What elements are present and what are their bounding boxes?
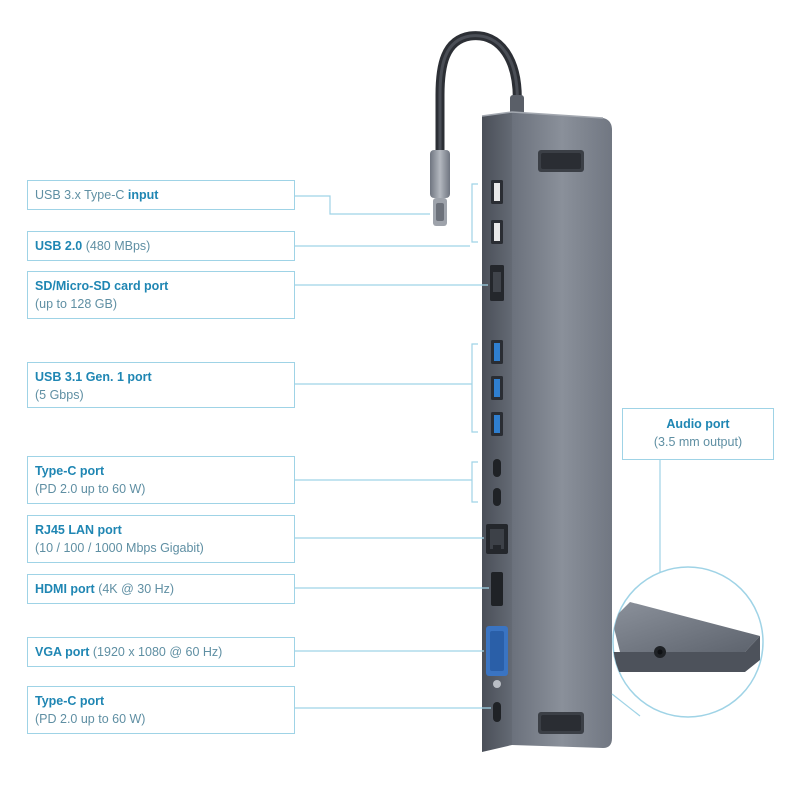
typec-port-1: [493, 459, 501, 477]
callout-hdmi: HDMI port (4K @ 30 Hz): [27, 574, 295, 604]
callout-typec-2: Type-C port (PD 2.0 up to 60 W): [27, 686, 295, 734]
callout-title: USB 3.1 Gen. 1 port: [35, 370, 152, 384]
callout-typec-1: Type-C port (PD 2.0 up to 60 W): [27, 456, 295, 504]
callout-title: RJ45 LAN port: [35, 523, 122, 537]
callout-audio: Audio port (3.5 mm output): [622, 408, 774, 460]
callout-title: USB 2.0: [35, 239, 83, 253]
callout-title: Type-C port: [35, 694, 105, 708]
callout-rj45: RJ45 LAN port (10 / 100 / 1000 Mbps Giga…: [27, 515, 295, 563]
callout-text: (10 / 100 / 1000 Mbps Gigabit): [35, 541, 204, 555]
callout-text: (4K @ 30 Hz): [94, 582, 175, 596]
callout-title: SD/Micro-SD card port: [35, 279, 169, 293]
hdmi-port: [491, 572, 503, 606]
callout-text: (1920 x 1080 @ 60 Hz): [89, 645, 223, 659]
callout-text: (3.5 mm output): [653, 435, 743, 449]
callout-text: (PD 2.0 up to 60 W): [35, 712, 146, 726]
callout-vga: VGA port (1920 x 1080 @ 60 Hz): [27, 637, 295, 667]
callout-title: input: [127, 188, 159, 202]
callout-text: (up to 128 GB): [35, 297, 117, 311]
hub-face: [512, 112, 612, 748]
callout-title: Type-C port: [35, 464, 105, 478]
callout-text: (480 MBps): [82, 239, 151, 253]
callout-text: (PD 2.0 up to 60 W): [35, 482, 146, 496]
callout-usb-c-input: USB 3.x Type-C input: [27, 180, 295, 210]
typec-port-2: [493, 488, 501, 506]
callout-usb2: USB 2.0 (480 MBps): [27, 231, 295, 261]
callout-title: VGA port: [35, 645, 90, 659]
callout-usb31: USB 3.1 Gen. 1 port (5 Gbps): [27, 362, 295, 408]
callout-sd-card: SD/Micro-SD card port (up to 128 GB): [27, 271, 295, 319]
callout-text: USB 3.x Type-C: [35, 188, 128, 202]
callout-title: HDMI port: [35, 582, 95, 596]
typec-port-3: [493, 702, 501, 722]
callout-title: Audio port: [666, 417, 730, 431]
callout-text: (5 Gbps): [35, 388, 84, 402]
usb-c-plug: [430, 150, 450, 198]
